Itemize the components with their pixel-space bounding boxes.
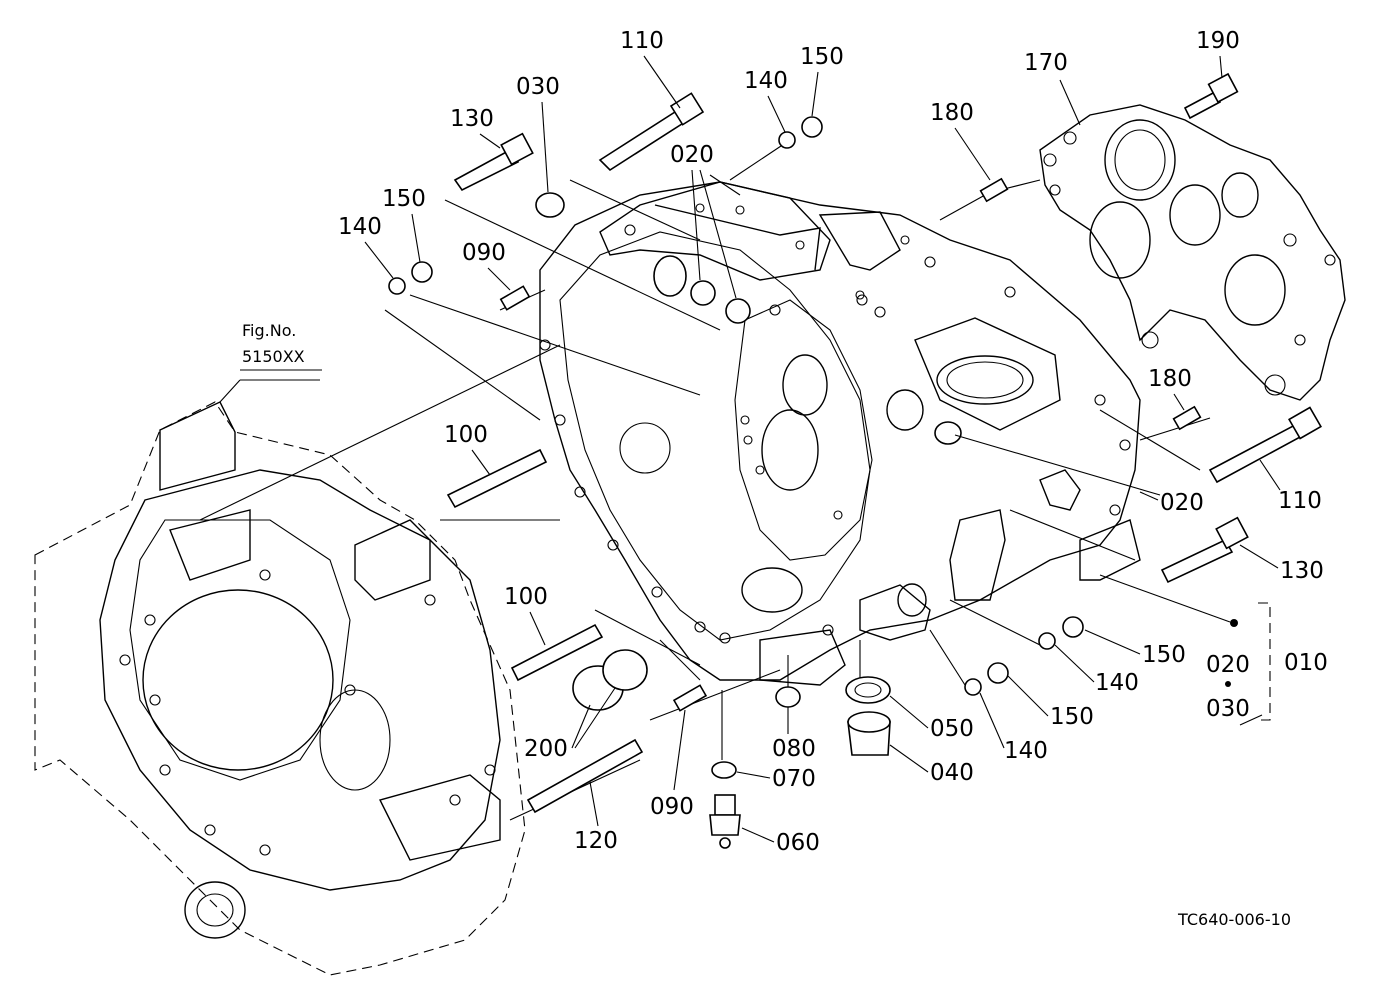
callout-070: 070 [772,766,816,792]
transmission-case-010 [539,181,1141,686]
callout-020-right: 020 [1160,490,1204,516]
callout-120: 120 [574,828,618,854]
callout-190: 190 [1196,28,1240,54]
callout-150-top: 150 [800,44,844,70]
callout-030-top: 030 [516,74,560,100]
callout-180-top: 180 [930,100,974,126]
callout-180-mid: 180 [1148,366,1192,392]
callout-140-r1: 140 [1095,670,1139,696]
callout-140-top: 140 [744,68,788,94]
figure-ref-line1: Fig.No. [242,321,296,340]
callout-100-top: 100 [444,422,488,448]
cover-plate-170 [1039,104,1346,401]
callout-150-left: 150 [382,186,426,212]
drawing-code: TC640-006-10 [1177,910,1291,929]
callout-110-right: 110 [1278,488,1322,514]
callout-leaders [364,55,1281,843]
callout-170: 170 [1024,50,1068,76]
callout-010: 010 [1284,650,1328,676]
callout-060: 060 [776,830,820,856]
callout-020-group: 020 [1206,652,1250,678]
flywheel-housing-reference [34,401,526,976]
callout-040: 040 [930,760,974,786]
callout-100-bottom: 100 [504,584,548,610]
figure-ref-line2: 5150XX [242,347,305,366]
callout-labels: 110 150 140 190 170 030 130 020 180 150 … [338,28,1328,856]
leader-lines [199,139,1231,821]
callout-130-right: 130 [1280,558,1324,584]
callout-090-top: 090 [462,240,506,266]
callout-050: 050 [930,716,974,742]
small-parts [388,72,1322,849]
callout-200: 200 [524,736,568,762]
callout-110-top: 110 [620,28,664,54]
callout-150-r1: 150 [1142,642,1186,668]
callout-150-r2: 150 [1050,704,1094,730]
callout-130-top: 130 [450,106,494,132]
callout-030-group: 030 [1206,696,1250,722]
callout-080: 080 [772,736,816,762]
callout-020-top: 020 [670,142,714,168]
callout-140-left: 140 [338,214,382,240]
callout-140-r2: 140 [1004,738,1048,764]
callout-090-bottom: 090 [650,794,694,820]
